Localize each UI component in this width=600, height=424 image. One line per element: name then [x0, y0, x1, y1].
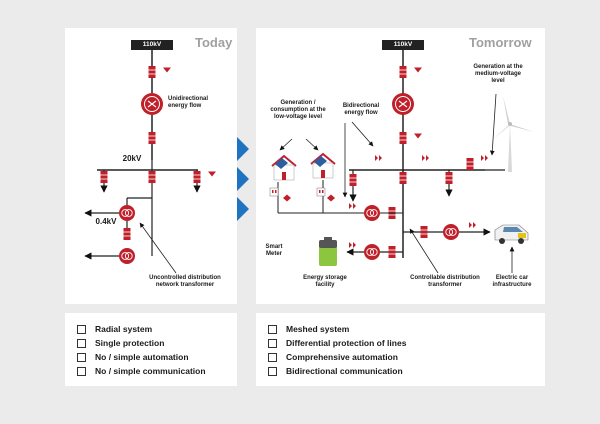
tomorrow-features-panel — [256, 313, 545, 386]
transition-arrow-icon — [237, 137, 249, 161]
today-network — [84, 40, 216, 274]
generation-mv-label: Generation at the medium-voltage level — [473, 64, 523, 85]
checkbox-icon[interactable] — [77, 324, 86, 334]
checkbox-icon[interactable] — [268, 366, 277, 376]
controllable-transformer-label: Controllable distribution transformer — [410, 275, 480, 289]
transformer-icon — [140, 92, 164, 116]
tomorrow-features-list: Meshed system Differential protection of… — [268, 322, 406, 378]
wind-turbine-icon — [491, 96, 534, 172]
feature-item: Single protection — [77, 336, 206, 350]
checkbox-icon[interactable] — [268, 352, 277, 362]
bidirectional-flow-label: Bidirectional energy flow — [342, 103, 380, 117]
feature-item: Comprehensive automation — [268, 350, 406, 364]
busbar-icon — [131, 40, 173, 50]
electric-car-label: Electric car infrastructure — [492, 275, 532, 289]
voltage-110kv-today: 110kV — [142, 41, 162, 48]
voltage-110kv-tomorrow: 110kV — [393, 41, 413, 48]
uncontrolled-transformer-label: Uncontrolled distribution network transf… — [149, 275, 221, 289]
feature-item: Bidirectional communication — [268, 364, 406, 378]
checkbox-icon[interactable] — [77, 366, 86, 376]
energy-storage-label: Energy storage facility — [303, 275, 347, 289]
tomorrow-heading: Tomorrow — [469, 35, 532, 50]
transition-arrow-icon — [237, 167, 249, 191]
feature-item: Radial system — [77, 322, 206, 336]
feature-item: No / simple automation — [77, 350, 206, 364]
today-features-list: Radial system Single protection No / sim… — [77, 322, 206, 378]
today-features-panel — [65, 313, 237, 386]
transition-arrow-icon — [237, 197, 249, 221]
voltage-0-4kv: 0.4kV — [95, 217, 117, 226]
generation-lv-label: Generation / consumption at the low-volt… — [270, 100, 326, 121]
feature-item: Meshed system — [268, 322, 406, 336]
voltage-20kv: 20kV — [122, 154, 142, 163]
tomorrow-network — [269, 40, 534, 274]
today-heading: Today — [195, 35, 233, 50]
checkbox-icon[interactable] — [77, 352, 86, 362]
battery-icon — [319, 237, 337, 266]
transformer-icon — [391, 92, 415, 116]
checkbox-icon[interactable] — [268, 324, 277, 334]
feature-item: No / simple communication — [77, 364, 206, 378]
checkbox-icon[interactable] — [268, 338, 277, 348]
electric-car-icon — [494, 224, 529, 244]
smart-meter-label: Smart Meter — [265, 244, 283, 258]
unidirectional-flow-label: Unidirectional energy flow — [168, 96, 209, 110]
checkbox-icon[interactable] — [77, 338, 86, 348]
feature-item: Differential protection of lines — [268, 336, 406, 350]
busbar-icon — [382, 40, 424, 50]
